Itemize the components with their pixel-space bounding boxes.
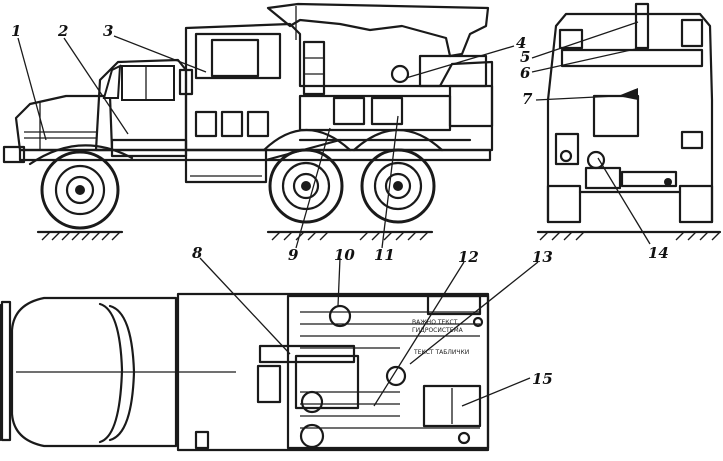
front-fender: [28, 144, 134, 166]
equipment-box-1: [332, 96, 366, 126]
windshield: [102, 64, 122, 99]
rear-valve-unit: [584, 166, 622, 190]
drive-shaft: [264, 138, 342, 162]
cab-side-window: [121, 65, 175, 101]
callout-14: 14: [648, 244, 669, 262]
top-beam: [258, 344, 356, 364]
rear-compartment: [448, 84, 494, 128]
body-panel-3: [246, 110, 270, 138]
top-windshield-line: [98, 302, 124, 444]
callout-7: 7: [522, 90, 533, 108]
top-box-15: [422, 384, 482, 428]
body-roof-hatch: [194, 32, 282, 80]
rear-view: [536, 2, 722, 241]
plate-text-2: ГИДРОСИСТЕМА: [412, 327, 464, 334]
rear-lamp-left: [554, 132, 580, 166]
drum-reel: [390, 64, 410, 84]
top-hood: [10, 296, 178, 448]
rear-toolbox: [620, 170, 678, 188]
rear-roof-box-left: [558, 28, 584, 50]
top-pulley-1: [300, 390, 324, 414]
callout-12: 12: [458, 248, 479, 266]
body-hatch-window: [210, 38, 260, 78]
top-reel-10: [328, 304, 352, 328]
rear-wheel-1: [268, 148, 344, 224]
rear-upper-deck: [560, 48, 704, 68]
callout-11: 11: [374, 246, 395, 264]
rear-lamp-right: [680, 130, 704, 150]
rear-mast: [634, 2, 650, 50]
rear-body-outline: [546, 12, 714, 224]
equipment-box-2: [370, 96, 404, 126]
vertical-pump: [302, 40, 326, 96]
callout-5: 5: [520, 48, 530, 66]
rear-roof-box-right: [680, 18, 704, 48]
top-pulley-2: [299, 423, 325, 449]
callout-2: 2: [57, 22, 68, 40]
top-tank: [256, 364, 282, 404]
front-bumper: [2, 145, 26, 164]
top-view: ВАЖНО ТЕКСТ ГИДРОСИСТЕМА ТЕКСТ ТАБЛИЧКИ: [0, 292, 490, 452]
front-wheel: [40, 150, 120, 230]
leader-lines: [17, 21, 651, 407]
body-panel-1: [194, 110, 218, 138]
top-hatch-12: [385, 365, 407, 387]
body-panel-2: [220, 110, 244, 138]
lower-tool-box: [184, 148, 268, 184]
side-view: [2, 2, 494, 241]
rear-left-wheel: [546, 184, 582, 224]
top-front-panel: [426, 294, 482, 316]
callout-1: 1: [11, 22, 21, 40]
folded-boom-canopy: [266, 2, 490, 58]
callout-9: 9: [288, 246, 299, 264]
callout-10: 10: [334, 246, 355, 264]
rear-control-panel: [592, 94, 640, 138]
plate-text-1: ВАЖНО ТЕКСТ: [412, 319, 458, 326]
callout-15: 15: [532, 370, 553, 388]
ground-hatch-front: [36, 230, 124, 241]
callout-3: 3: [103, 22, 113, 40]
callout-numbers: 1 2 3 4 5 6 7 8 9 10 11 12 13 14 15: [11, 22, 669, 388]
rear-right-wheel: [678, 184, 714, 224]
top-rear-step: [194, 430, 210, 450]
callout-8: 8: [192, 244, 203, 262]
callout-6: 6: [520, 64, 531, 82]
plate-text-3: ТЕКСТ ТАБЛИЧКИ: [413, 349, 469, 356]
top-equipment-deck: [286, 294, 490, 450]
ground-hatch-rear: [266, 230, 434, 241]
callout-4: 4: [516, 34, 526, 52]
callout-13: 13: [532, 248, 553, 266]
top-pump-unit: [294, 354, 360, 410]
ground-hatch-rear-view: [536, 230, 722, 241]
